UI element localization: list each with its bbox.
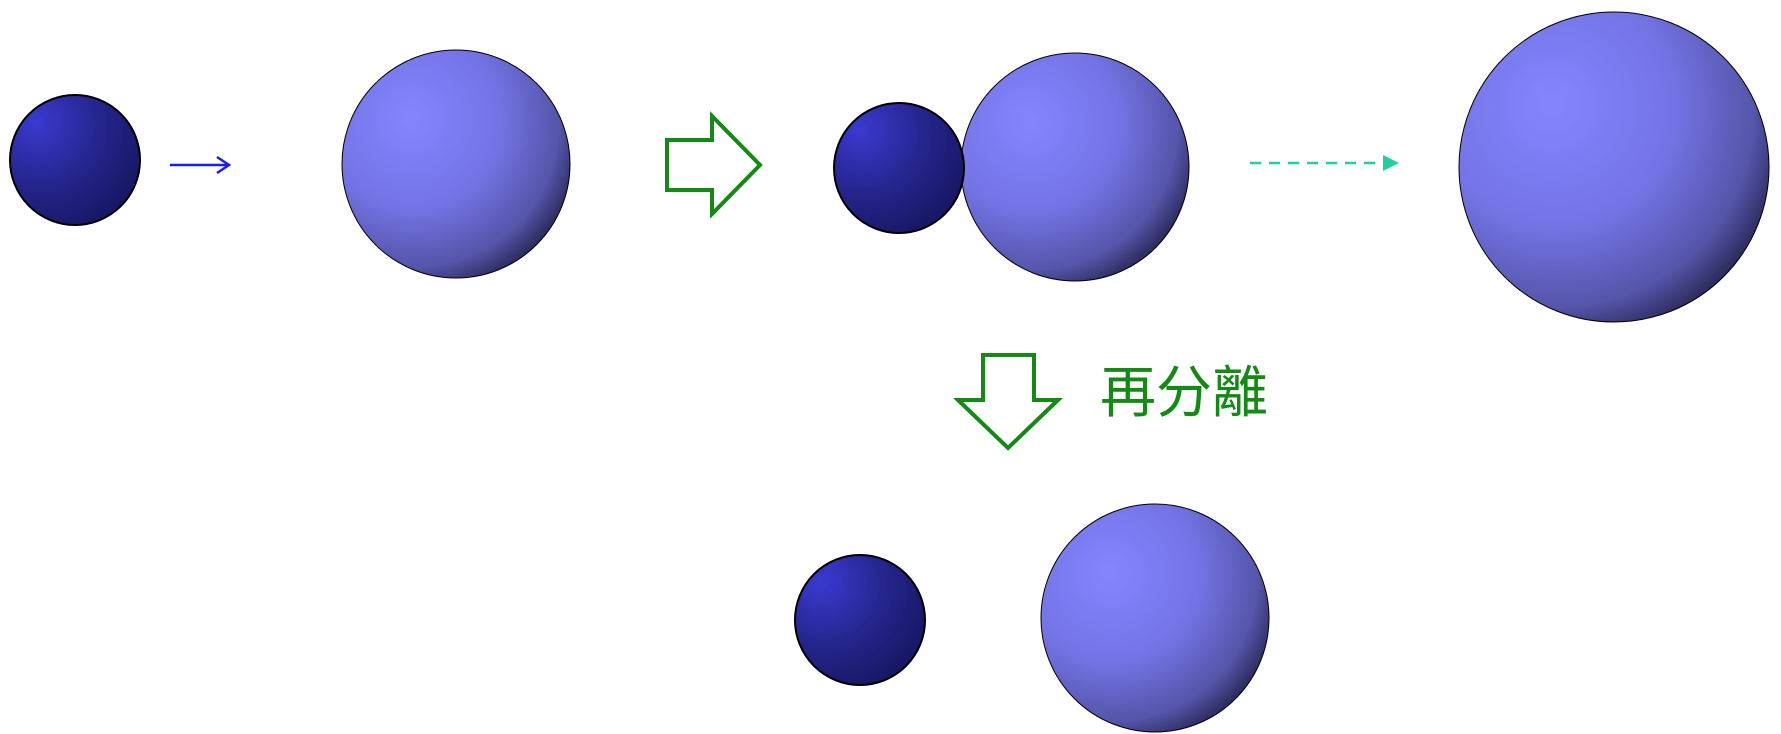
fused-ball [1458, 11, 1770, 323]
small-ball-separated [794, 554, 926, 686]
large-ball-separated [1040, 503, 1270, 733]
small-ball-incoming [9, 94, 141, 226]
large-ball-target [341, 49, 571, 279]
process-arrow-down [953, 353, 1063, 451]
large-ball-contact [960, 52, 1190, 282]
process-arrow-right [665, 111, 763, 219]
incoming-arrow [170, 155, 232, 175]
small-ball-contact [833, 102, 965, 234]
reseparation-label: 再分離 [1100, 361, 1268, 426]
fusion-arrow [1250, 155, 1399, 171]
